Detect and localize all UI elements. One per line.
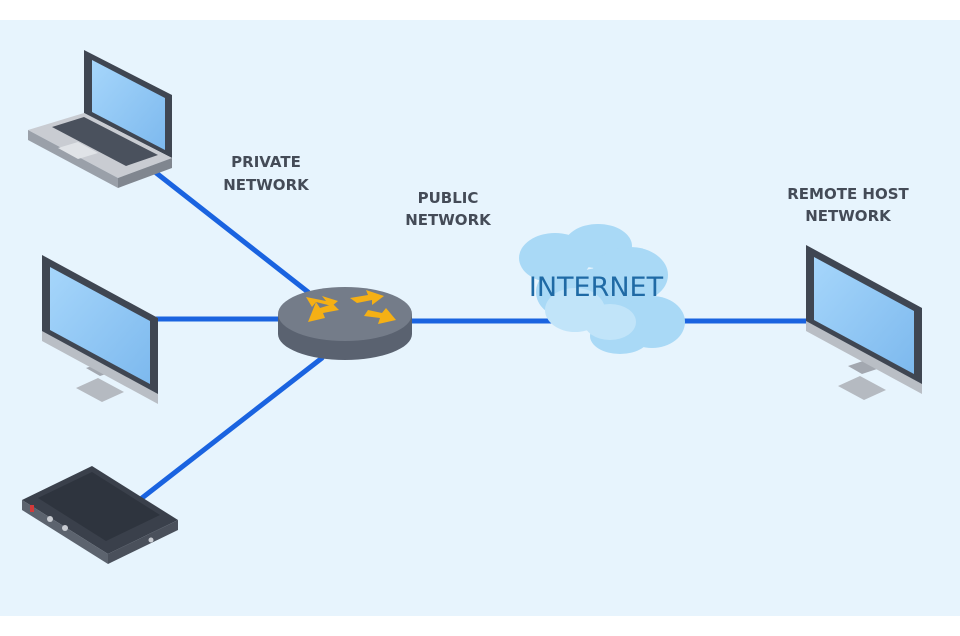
internet-label: INTERNET bbox=[529, 272, 664, 303]
router-icon bbox=[278, 287, 412, 360]
link-laptop-router bbox=[152, 169, 311, 295]
remote-monitor-icon bbox=[806, 245, 922, 400]
private-network-label-line1: PRIVATE bbox=[231, 153, 301, 171]
router-arrows-icon bbox=[306, 290, 396, 324]
remote-host-network-label-line1: REMOTE HOST bbox=[787, 185, 909, 203]
public-network-label-line1: PUBLIC bbox=[418, 189, 479, 207]
private-network-label-line2: NETWORK bbox=[223, 176, 310, 194]
network-links bbox=[139, 169, 811, 501]
laptop-icon bbox=[28, 50, 172, 188]
smartphone-icon bbox=[22, 466, 178, 564]
cloud-icon bbox=[519, 224, 685, 354]
remote-host-network-label-line2: NETWORK bbox=[805, 207, 892, 225]
link-phone-router bbox=[139, 355, 325, 501]
public-network-label-line2: NETWORK bbox=[405, 211, 492, 229]
desktop-monitor-icon bbox=[42, 255, 158, 404]
